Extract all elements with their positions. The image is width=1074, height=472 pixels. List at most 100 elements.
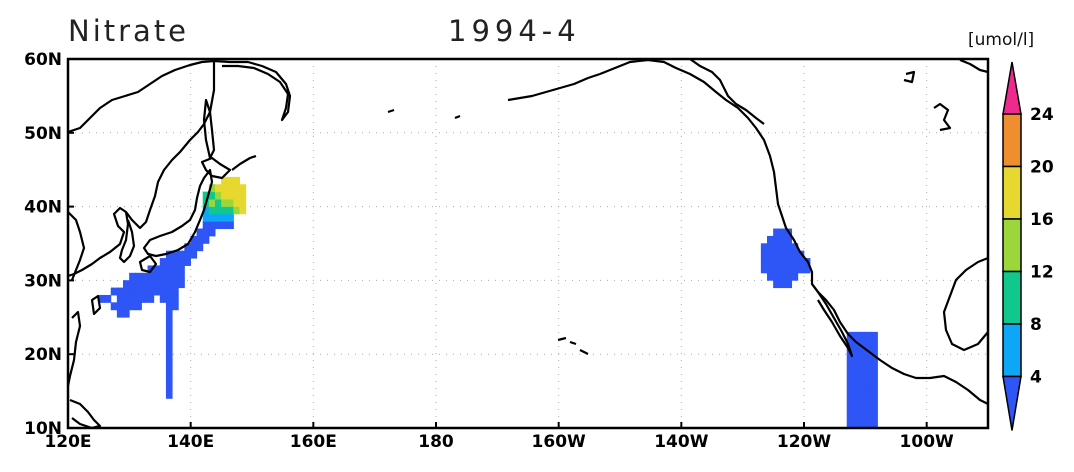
colorbar-swatch xyxy=(1002,165,1022,220)
nitrate-cell xyxy=(208,184,216,193)
nitrate-cell xyxy=(785,258,793,266)
nitrate-cell xyxy=(865,339,872,348)
nitrate-cell xyxy=(767,272,774,281)
nitrate-cell xyxy=(791,250,799,259)
nitrate-cell xyxy=(141,294,149,303)
nitrate-cell xyxy=(184,250,191,259)
colorbar-extend-top xyxy=(1002,61,1022,115)
nitrate-cell xyxy=(859,368,866,377)
nitrate-cell xyxy=(767,243,774,252)
nitrate-cell xyxy=(153,272,161,281)
nitrate-cell xyxy=(852,376,860,385)
nitrate-cell xyxy=(208,206,216,215)
coastlines xyxy=(68,59,988,428)
nitrate-cell xyxy=(871,398,878,407)
nitrate-cell xyxy=(846,376,854,385)
nitrate-cell xyxy=(178,280,185,289)
colorbar-swatch xyxy=(1002,113,1022,168)
nitrate-cell xyxy=(202,221,210,230)
nitrate-cell xyxy=(141,280,149,289)
nitrate-cell xyxy=(165,280,173,289)
nitrate-cell xyxy=(859,390,866,399)
nitrate-cell xyxy=(785,235,793,244)
nitrate-cell xyxy=(773,258,780,266)
nitrate-cell xyxy=(202,235,210,244)
nitrate-cell xyxy=(129,302,136,311)
nitrate-cell xyxy=(785,250,793,259)
nitrate-cell xyxy=(147,294,155,303)
nitrate-cell xyxy=(846,339,854,348)
nitrate-cell xyxy=(141,287,149,296)
nitrate-cell xyxy=(208,213,216,222)
nitrate-cell xyxy=(172,280,179,289)
colorbar-swatch xyxy=(1002,218,1022,273)
nitrate-cell xyxy=(791,265,799,274)
nitrate-cell xyxy=(239,184,247,193)
coastline-kyushu xyxy=(138,254,158,274)
nitrate-cell xyxy=(773,228,780,237)
nitrate-cell xyxy=(797,258,805,266)
nitrate-cell xyxy=(773,280,780,289)
coastline-hawaii xyxy=(557,336,589,355)
nitrate-cell xyxy=(865,383,872,392)
coastline-china-south xyxy=(68,211,86,281)
nitrate-cell xyxy=(221,199,228,207)
nitrate-cell xyxy=(767,258,774,266)
nitrate-cell xyxy=(215,199,222,207)
nitrate-cell xyxy=(190,235,198,244)
coastline-korea xyxy=(118,211,136,264)
nitrate-cell xyxy=(859,339,866,348)
nitrate-cell xyxy=(865,361,872,370)
nitrate-cell xyxy=(196,243,204,252)
nitrate-cell xyxy=(871,405,878,414)
x-tick-label: 120W xyxy=(777,432,831,452)
nitrate-cell xyxy=(153,280,161,289)
nitrate-cell xyxy=(135,302,142,311)
nitrate-cell xyxy=(852,346,860,355)
nitrate-cell xyxy=(871,383,878,392)
y-tick-label: 10N xyxy=(24,419,62,439)
x-tick-label: 140E xyxy=(167,432,214,452)
coastline-sakhalin xyxy=(202,98,216,160)
nitrate-cell xyxy=(172,272,179,281)
nitrate-cell xyxy=(233,206,241,215)
nitrate-cell xyxy=(779,272,786,281)
x-tick-label: 180 xyxy=(418,432,454,452)
nitrate-cell xyxy=(846,390,854,399)
nitrate-cell xyxy=(852,420,860,428)
nitrate-cell xyxy=(227,191,234,200)
nitrate-cell xyxy=(846,361,854,370)
nitrate-cell xyxy=(865,331,872,340)
nitrate-cell xyxy=(227,176,234,185)
nitrate-cell xyxy=(767,235,774,244)
nitrate-cell xyxy=(859,354,866,362)
nitrate-cell xyxy=(779,265,786,274)
coastline-baja xyxy=(811,283,854,358)
nitrate-cell xyxy=(865,420,872,428)
coastline-gulf-mexico xyxy=(942,256,988,352)
nitrate-cell xyxy=(233,176,241,185)
nitrate-cell xyxy=(110,287,118,296)
y-tick-label: 30N xyxy=(24,271,62,291)
nitrate-cell xyxy=(172,258,179,266)
nitrate-cell xyxy=(779,280,786,289)
nitrate-cell xyxy=(779,228,786,237)
nitrate-cell xyxy=(165,294,173,303)
colorbar-label: 16 xyxy=(1030,210,1054,230)
colorbar-label: 24 xyxy=(1030,105,1054,125)
nitrate-cell xyxy=(791,272,799,281)
x-tick-label: 100W xyxy=(900,432,954,452)
colorbar-swatch xyxy=(1002,270,1022,325)
nitrate-cell xyxy=(846,420,854,428)
nitrate-cell xyxy=(165,302,173,311)
nitrate-cell xyxy=(116,287,124,296)
nitrate-cell xyxy=(852,361,860,370)
nitrate-cell xyxy=(779,250,786,259)
nitrate-cell xyxy=(852,331,860,340)
nitrate-cell xyxy=(221,191,228,200)
nitrate-cell xyxy=(227,221,234,230)
nitrate-cell xyxy=(215,221,222,230)
nitrate-cell xyxy=(852,368,860,377)
